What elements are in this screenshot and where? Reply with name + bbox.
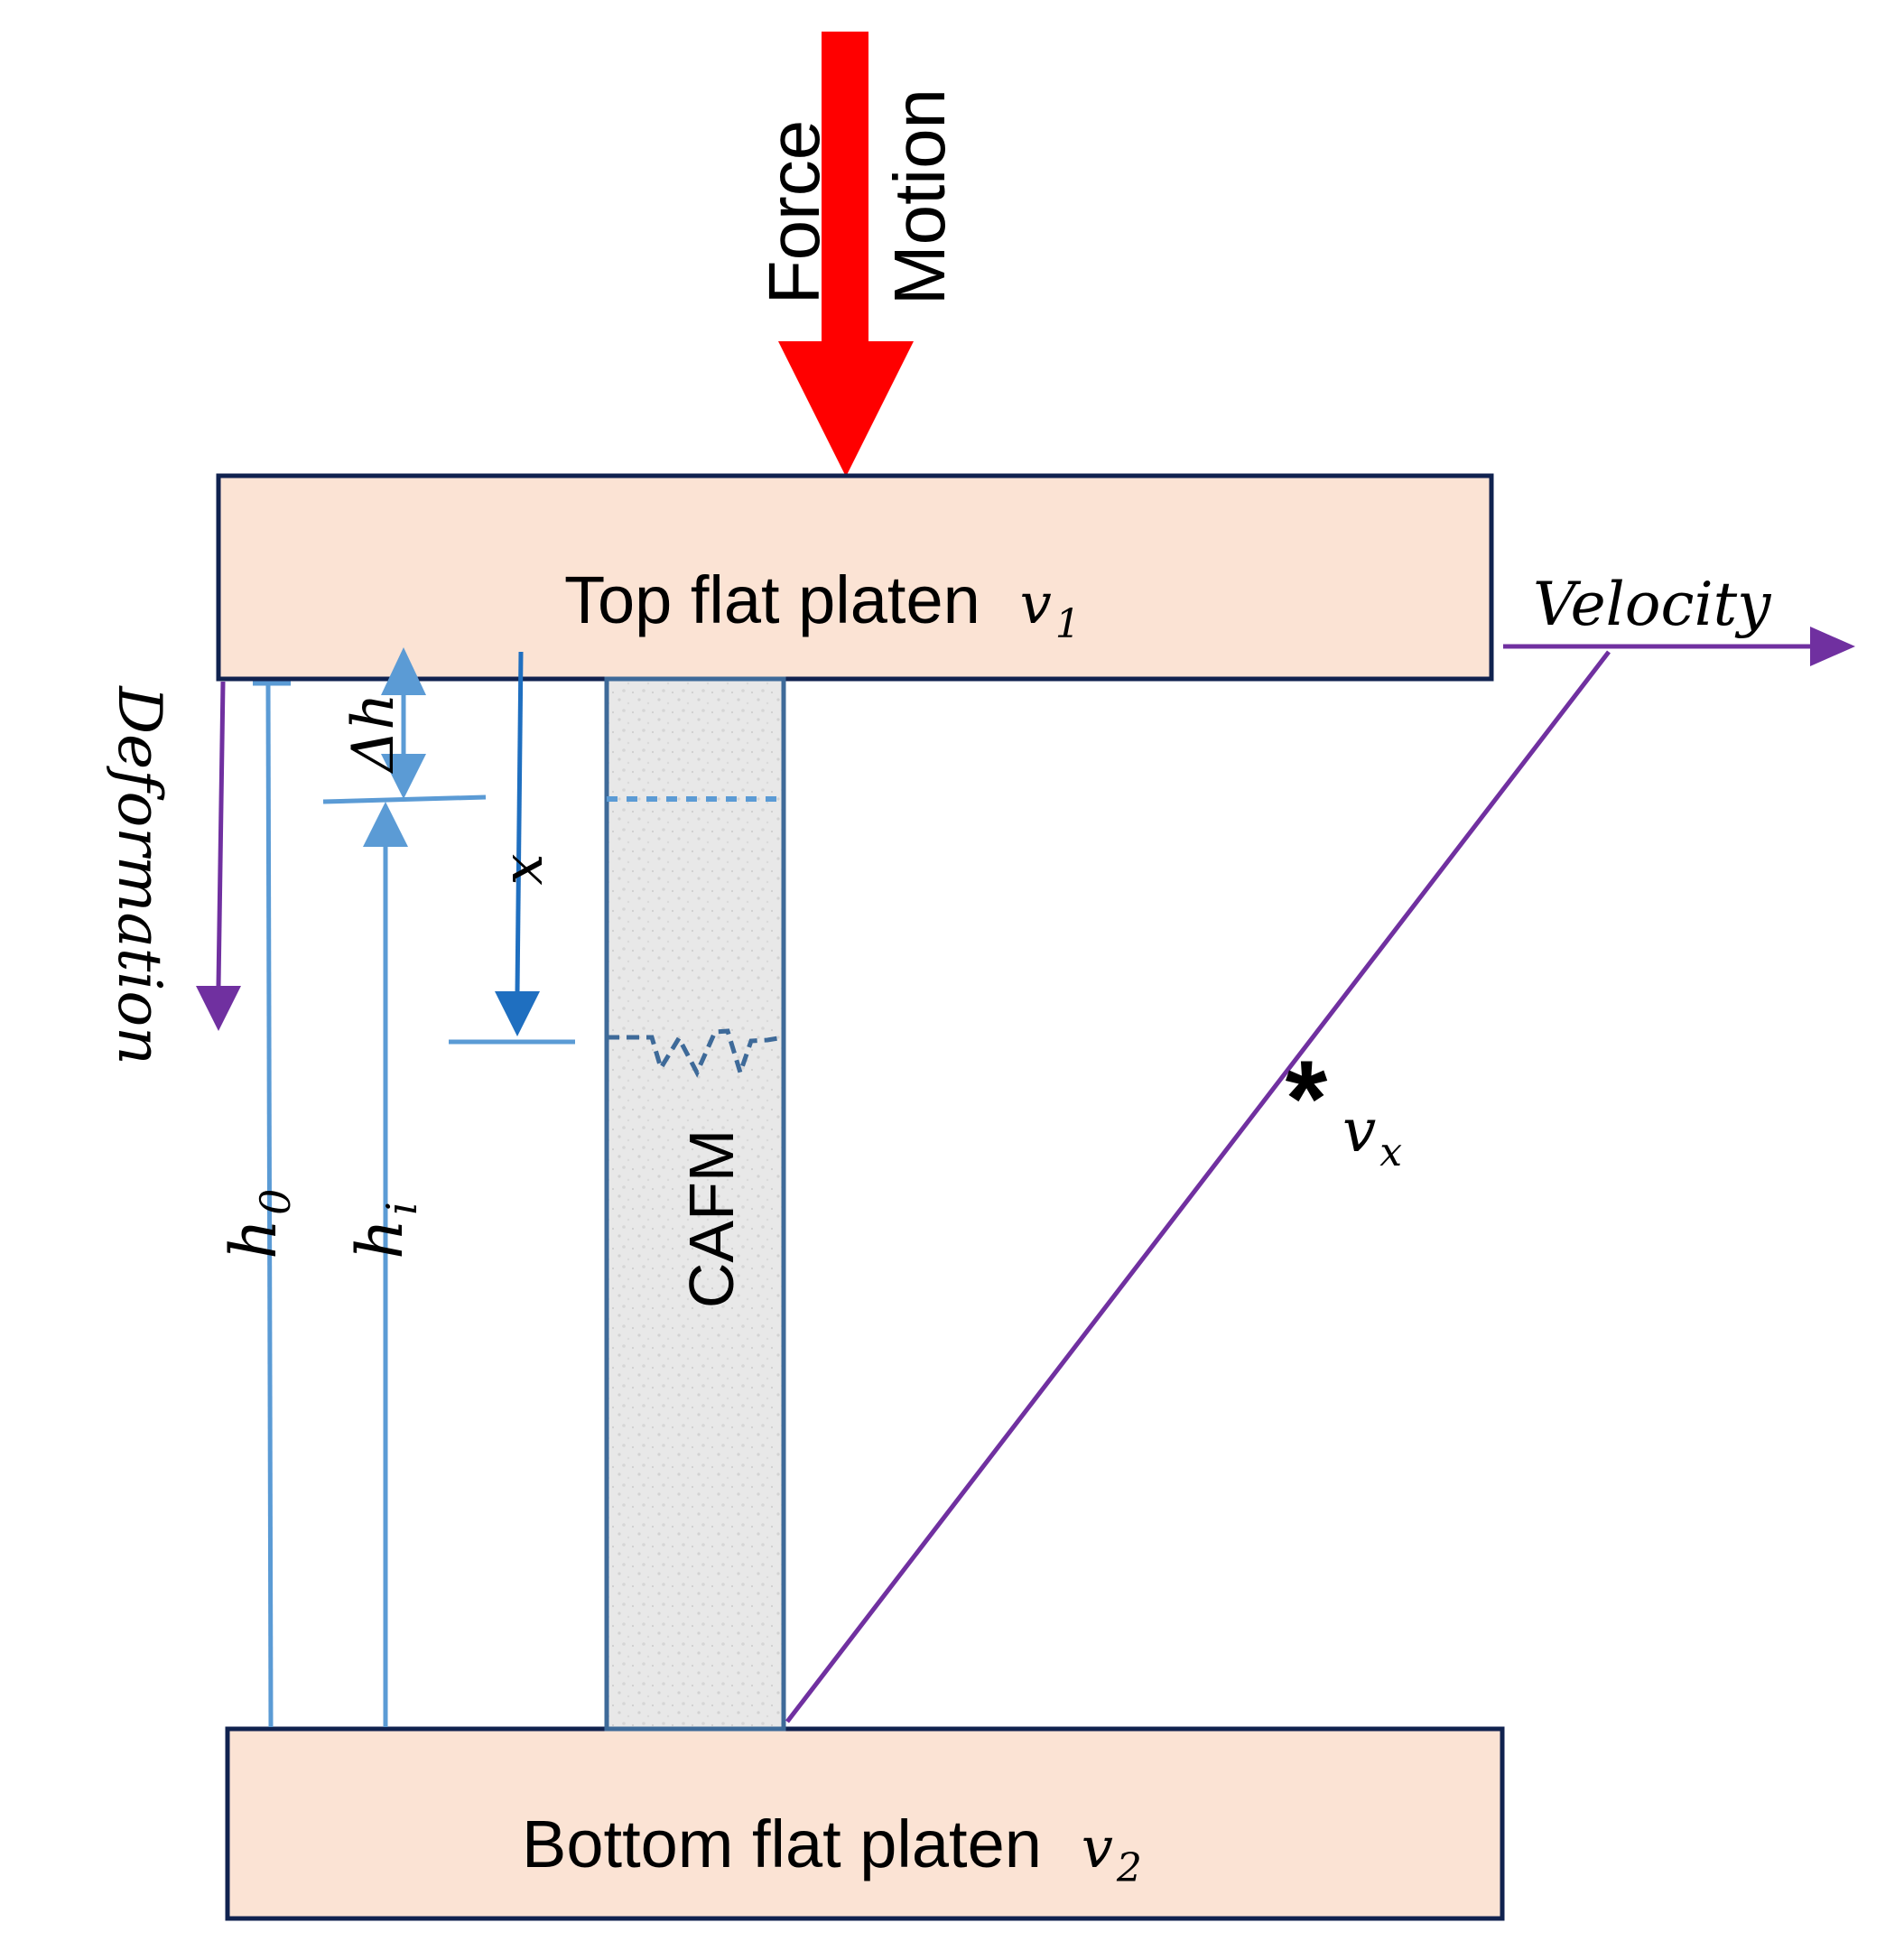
cafm-specimen [604,676,786,1732]
velocity-arrow [1503,627,1855,666]
hi-label: h i [343,1202,426,1259]
vx-marker-asterisk: * [1286,1038,1328,1159]
cafm-label: CAFM [676,1129,747,1308]
top-platen-label: Top flat platen v 1 [564,562,1081,647]
top-platen [216,473,1494,682]
velocity-profile-line [785,650,1611,1723]
x-dimension [449,651,575,1045]
delta-h-label: Δh [340,693,407,775]
deformation-arrow [196,681,241,1031]
force-label: Force [754,120,834,305]
bottom-platen-label: Bottom flat platen v 2 [522,1807,1142,1891]
x-label: x [489,853,555,885]
force-arrow [778,32,914,477]
deformation-label: Deformation [105,685,174,1065]
h0-label: h 0 [217,1189,300,1259]
bottom-platen [225,1726,1505,1921]
h0-dimension [253,681,291,1728]
delta-h-dimension [381,647,426,799]
vx-label: v x [1342,1096,1402,1175]
motion-label: Motion [879,88,960,305]
velocity-label: Velocity [1533,570,1771,639]
deformation-front-dashed-line [607,1028,785,1081]
hi-dimension [322,794,487,1727]
